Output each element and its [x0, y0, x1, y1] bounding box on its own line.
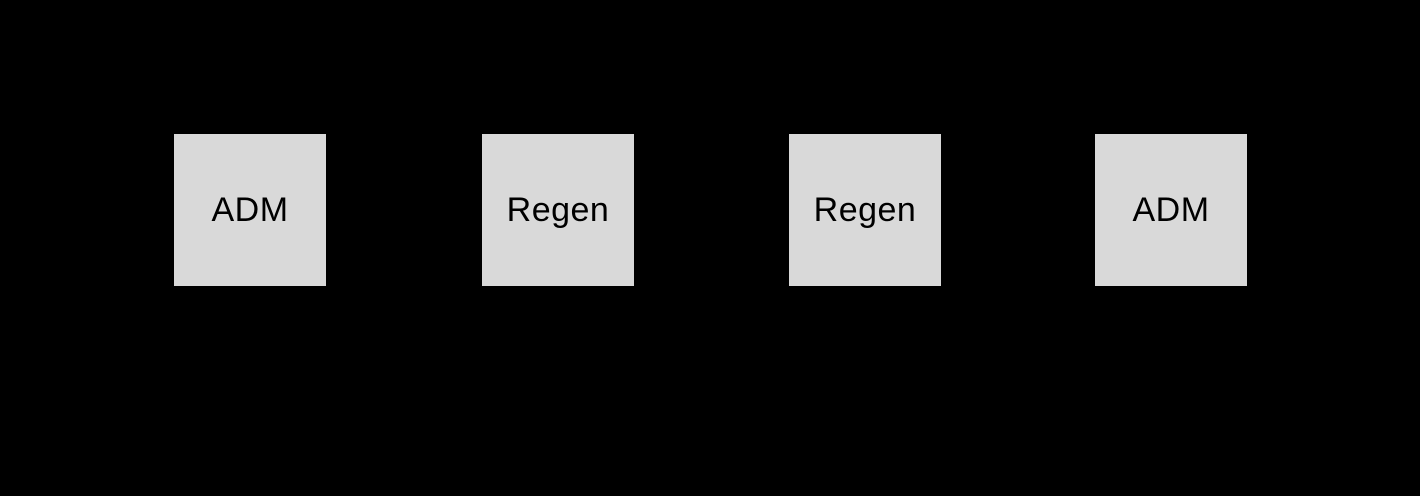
node-regen-left: Regen	[482, 134, 634, 286]
node-label: ADM	[1132, 191, 1210, 229]
node-adm-left: ADM	[174, 134, 326, 286]
node-label: Regen	[813, 191, 917, 229]
node-label: Regen	[506, 191, 610, 229]
node-label: ADM	[211, 191, 289, 229]
node-regen-right: Regen	[789, 134, 941, 286]
node-adm-right: ADM	[1095, 134, 1247, 286]
